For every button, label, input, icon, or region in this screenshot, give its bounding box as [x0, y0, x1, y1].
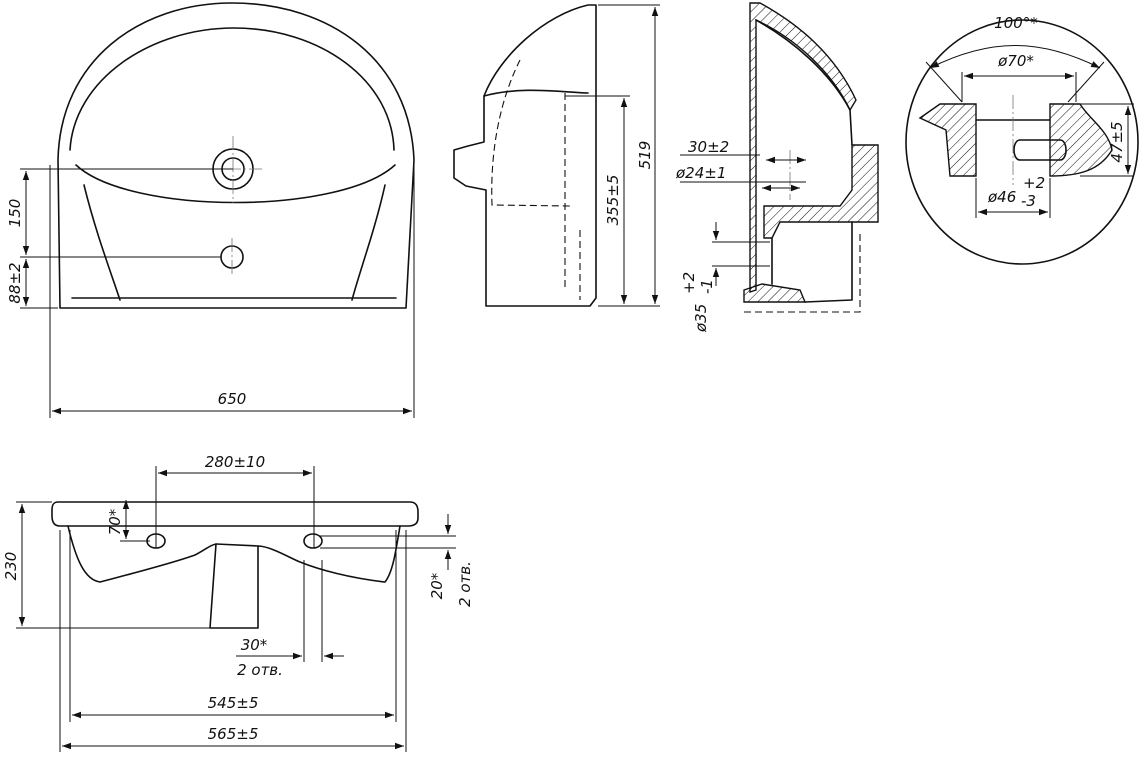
dim-label-width-inner: 545±5 — [208, 694, 259, 712]
detail-circle — [905, 19, 1139, 265]
dim-label-depth: 230 — [2, 552, 20, 581]
section-overflow-channel — [763, 144, 879, 239]
basin-skirt-right — [351, 184, 386, 301]
basin-skirt-left — [83, 184, 121, 301]
detail-left-wall — [918, 103, 977, 177]
dim-label-mount-height: 355±5 — [604, 175, 622, 226]
section-bottom — [771, 221, 853, 303]
dim-label-overflow-dia: ø24±1 — [675, 164, 726, 182]
top-hole-right — [303, 533, 323, 549]
detail-view: 100°* ø70* 47±5 ø46 +2 -3 — [905, 14, 1139, 265]
dim-label-tap-height: 150 — [6, 199, 24, 228]
dim-label-hole-count-bottom: 2 отв. — [237, 661, 283, 679]
detail-right-wall — [1049, 103, 1113, 177]
section-drain-flange — [743, 283, 807, 303]
side-view: 519 355±5 — [453, 4, 660, 307]
top-view: 280±10 70* 230 30* 2 отв. 20* 2 отв. 545… — [2, 453, 474, 752]
dim-label-inner-tol-upper: +2 — [1023, 174, 1045, 192]
dim-label-overflow-height: 88±2 — [6, 262, 24, 303]
dim-label-inner-tol-lower: -3 — [1021, 192, 1036, 210]
basin-inner-rim — [69, 27, 395, 151]
top-outer-contour — [51, 501, 419, 527]
front-view: 150 88±2 650 — [6, 2, 415, 418]
side-bowl-hidden — [491, 59, 571, 207]
dim-label-drain-dia: ø35 — [692, 304, 710, 333]
section-wall — [749, 2, 857, 293]
top-bowl-profile — [67, 525, 401, 629]
dim-label-hole-count-right: 2 отв. — [456, 561, 474, 607]
dim-label-hole-diameter: 30* — [241, 636, 268, 654]
dim-label-total-height: 519 — [636, 141, 654, 170]
dim-label-drain-tol-lower: -1 — [698, 279, 716, 294]
dim-label-depth: 47±5 — [1108, 121, 1126, 162]
ext-line-angle-right — [1067, 61, 1105, 103]
section-view: 30±2 ø24±1 ø35 +2 -1 — [675, 2, 879, 333]
dim-arc-angle — [929, 45, 1101, 69]
dim-label-angle: 100°* — [994, 14, 1038, 32]
top-drain-top — [215, 543, 259, 547]
side-outer-contour — [453, 4, 597, 307]
dim-label-outer-dia: ø70* — [997, 52, 1034, 70]
section-bowl-inner — [755, 19, 853, 146]
dim-label-width-outer: 565±5 — [208, 725, 259, 743]
basin-bowl — [75, 164, 396, 204]
section-hidden — [744, 230, 861, 313]
dim-label-drain-tol-upper: +2 — [680, 272, 698, 294]
dim-label-hole-size-right: 20* — [428, 572, 446, 599]
ext-line-angle-left — [925, 61, 963, 103]
basin-outer-contour — [57, 2, 415, 309]
dim-label-hole-offset: 70* — [106, 508, 124, 535]
dim-label-width: 650 — [218, 390, 247, 408]
dim-label-hole-spacing: 280±10 — [205, 453, 265, 471]
side-rim — [483, 89, 589, 97]
dim-label-inner-dia: ø46 — [987, 188, 1016, 206]
dim-label-overflow-offset: 30±2 — [688, 138, 729, 156]
detail-slot — [1013, 139, 1067, 161]
